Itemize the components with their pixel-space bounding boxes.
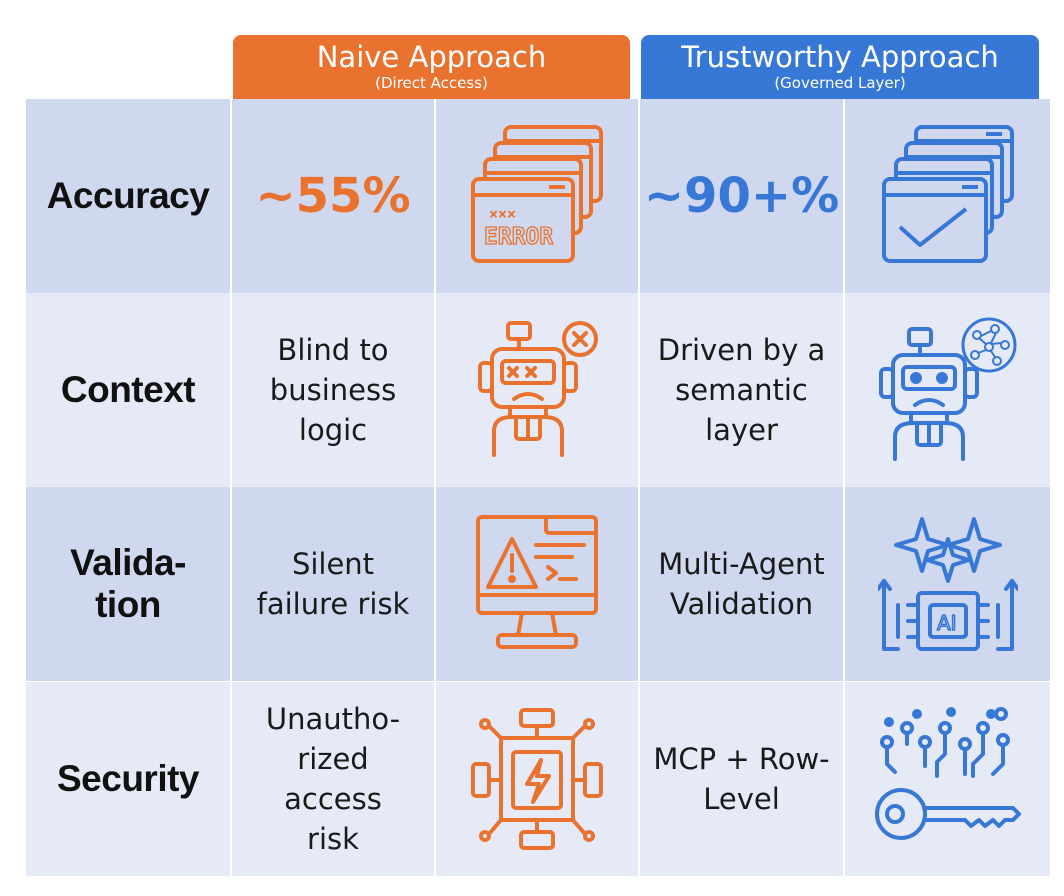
error-marks: ××× xyxy=(489,205,516,223)
criterion-cell: Context xyxy=(26,293,230,487)
criterion-cell: Security xyxy=(26,682,230,876)
naive-approach-header: Naive Approach (Direct Access) xyxy=(233,35,630,99)
naive-accuracy-value: ~55% xyxy=(255,168,411,224)
ai-chip-sparkle-icon: AI xyxy=(877,517,1018,651)
trustworthy-accuracy-value: ~90+% xyxy=(643,168,840,224)
criterion-label: Context xyxy=(60,369,196,410)
criterion-label: Security xyxy=(56,758,200,799)
criterion-label: Accuracy xyxy=(46,175,210,216)
criterion-cell: Accuracy xyxy=(26,99,230,293)
naive-value-cell: Blind to business logic xyxy=(230,293,434,487)
naive-context-text: Blind to business logic xyxy=(269,333,397,447)
trustworthy-icon-cell xyxy=(843,99,1050,293)
trustworthy-subtitle: (Governed Layer) xyxy=(774,74,906,92)
check-window-stack-icon xyxy=(881,125,1014,263)
accuracy-row: Accuracy ~55% ××× ERROR ~90+% xyxy=(26,99,1050,293)
validation-row: Valida-tion Silent failure risk Mult xyxy=(26,487,1050,681)
trustworthy-icon-cell: AI xyxy=(843,487,1050,681)
trustworthy-value-cell: Multi-Agent Validation xyxy=(638,487,843,681)
naive-value-cell: Unautho-rized access risk xyxy=(230,682,434,876)
trustworthy-value-cell: ~90+% xyxy=(638,99,843,293)
criterion-label: Valida-tion xyxy=(70,542,186,625)
naive-icon-cell xyxy=(434,293,638,487)
trustworthy-value-cell: MCP + Row-Level xyxy=(638,682,843,876)
confused-robot-icon xyxy=(478,321,598,457)
naive-subtitle: (Direct Access) xyxy=(375,74,488,92)
criterion-cell: Valida-tion xyxy=(26,487,230,681)
circuit-key-icon xyxy=(874,707,1021,840)
comparison-table: Accuracy ~55% ××× ERROR ~90+% xyxy=(26,99,1050,876)
trustworthy-validation-text: Multi-Agent Validation xyxy=(658,547,825,621)
naive-icon-cell xyxy=(434,487,638,681)
naive-icon-cell xyxy=(434,682,638,876)
lightning-circuit-icon xyxy=(471,708,603,850)
ai-chip-label: AI xyxy=(937,611,957,635)
warning-monitor-icon xyxy=(476,515,598,649)
naive-title: Naive Approach xyxy=(316,40,547,74)
trustworthy-context-text: Driven by a semantic layer xyxy=(657,333,826,447)
naive-value-cell: Silent failure risk xyxy=(230,487,434,681)
trustworthy-security-text: MCP + Row-Level xyxy=(653,742,830,816)
trustworthy-icon-cell xyxy=(843,682,1050,876)
trustworthy-approach-header: Trustworthy Approach (Governed Layer) xyxy=(641,35,1039,99)
naive-value-cell: ~55% xyxy=(230,99,434,293)
network-robot-icon xyxy=(879,317,1017,461)
error-label: ERROR xyxy=(484,224,553,250)
security-row: Security Unautho-rized access risk M xyxy=(26,682,1050,876)
trustworthy-icon-cell xyxy=(843,293,1050,487)
naive-security-text: Unautho-rized access risk xyxy=(265,702,401,856)
trustworthy-title: Trustworthy Approach xyxy=(681,40,999,74)
trustworthy-value-cell: Driven by a semantic layer xyxy=(638,293,843,487)
naive-validation-text: Silent failure risk xyxy=(256,547,410,621)
error-window-stack-icon: ××× ERROR xyxy=(471,125,603,263)
context-row: Context Blind to business logic xyxy=(26,293,1050,487)
naive-icon-cell: ××× ERROR xyxy=(434,99,638,293)
